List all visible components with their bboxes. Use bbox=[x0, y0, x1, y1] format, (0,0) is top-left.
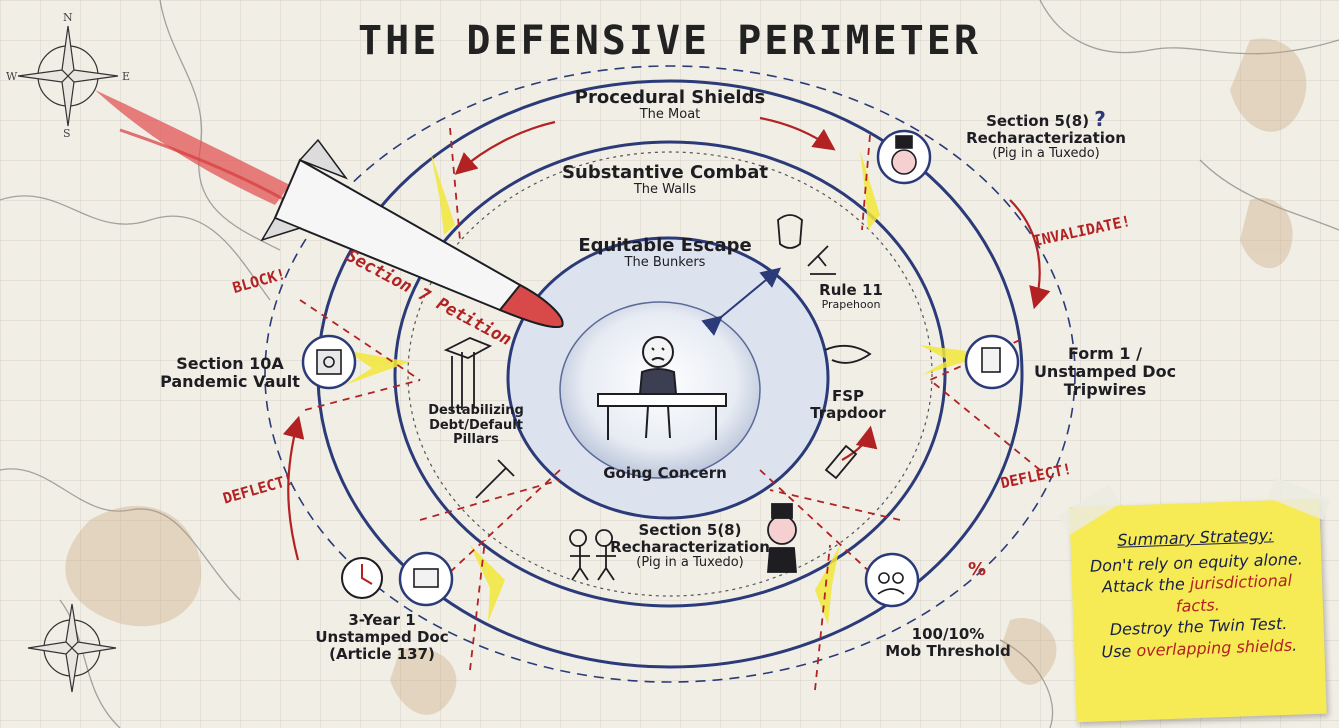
inner-glyphs bbox=[443, 214, 872, 581]
section10a-line2: Pandemic Vault bbox=[160, 371, 300, 391]
compass-s: S bbox=[63, 127, 71, 140]
page-title: THE DEFENSIVE PERIMETER bbox=[358, 18, 981, 64]
outer-recharac-line3: (Pig in a Tuxedo) bbox=[992, 146, 1100, 162]
compass-e: E bbox=[122, 70, 131, 83]
section-7-missile bbox=[95, 90, 564, 328]
deflection-arrows bbox=[282, 116, 1051, 561]
mob-line2: Mob Threshold bbox=[885, 641, 1011, 660]
outer-dashed-ring bbox=[264, 65, 1076, 683]
rule11-sub: Prapehoon bbox=[821, 297, 881, 311]
percent-symbol: % bbox=[967, 559, 987, 580]
mob-line1: 100/10% bbox=[911, 625, 985, 643]
mob-threshold-label: 100/10% Mob Threshold bbox=[868, 626, 1028, 660]
inner-recharac-line3: (Pig in a Tuxedo) bbox=[636, 554, 744, 570]
moat-name: Procedural Shields bbox=[574, 87, 766, 108]
inner-recharac-label: Section 5(8) Recharacterization (Pig in … bbox=[595, 522, 785, 570]
summary-line2c: facts. bbox=[1175, 595, 1221, 616]
walls-sub: The Walls bbox=[633, 182, 697, 198]
form1-line2: Unstamped Doc bbox=[1033, 361, 1177, 381]
pillars-label: Destabilizing Debt/Default Pillars bbox=[420, 403, 532, 448]
walls-label: Substantive Combat The Walls bbox=[515, 162, 815, 198]
coffee-stains bbox=[65, 38, 1307, 715]
summary-text: Summary Strategy: Don't rely on equity a… bbox=[1080, 523, 1314, 664]
summary-line2a: Attack the bbox=[1101, 574, 1191, 597]
summary-line3: Destroy the Twin Test. bbox=[1109, 614, 1288, 640]
rule11-label: Rule 11 Prapehoon bbox=[806, 282, 896, 311]
fsp-line1: FSP bbox=[831, 387, 865, 405]
rule11-name: Rule 11 bbox=[819, 281, 883, 299]
compass-w: W bbox=[6, 70, 18, 83]
pillars-line3: Pillars bbox=[453, 432, 499, 448]
pillars-line1: Destabilizing bbox=[428, 403, 524, 418]
inner-recharac-line1: Section 5(8) bbox=[638, 521, 742, 539]
moat-sub: The Moat bbox=[639, 107, 701, 123]
summary-line2b: jurisdictional bbox=[1189, 570, 1293, 594]
inner-recharac-line2: Recharacterization bbox=[610, 537, 770, 556]
outer-recharac-line2: Recharacterization bbox=[966, 129, 1126, 148]
pillars-line2: Debt/Default bbox=[429, 417, 523, 433]
form1-line3: Tripwires bbox=[1063, 379, 1147, 399]
summary-line4a: Use bbox=[1101, 641, 1137, 662]
summary-line4b: overlapping shields bbox=[1136, 635, 1293, 661]
section10a-line1: Section 10A bbox=[176, 354, 284, 373]
blue-arrows bbox=[701, 267, 782, 336]
summary-line4c: . bbox=[1291, 635, 1298, 655]
article137-line3: (Article 137) bbox=[329, 644, 435, 663]
question-mark: ? bbox=[1094, 107, 1106, 131]
summary-sticky-note: Summary Strategy: Don't rely on equity a… bbox=[1058, 476, 1332, 723]
outer-recharac-label: Section 5(8) ? Recharacterization (Pig i… bbox=[946, 108, 1146, 162]
moat-label: Procedural Shields The Moat bbox=[520, 87, 820, 123]
going-concern-label: Going Concern bbox=[603, 464, 727, 482]
clock-glyph bbox=[341, 557, 383, 599]
bunkers-sub: The Bunkers bbox=[624, 255, 706, 271]
walls-barbed-wire bbox=[407, 151, 933, 597]
fsp-label: FSP Trapdoor bbox=[808, 388, 888, 422]
form1-line1: Form 1 / bbox=[1068, 344, 1142, 363]
compass-rose-top bbox=[17, 25, 119, 127]
form1-label: Form 1 / Unstamped Doc Tripwires bbox=[1015, 345, 1195, 399]
section10a-label: Section 10A Pandemic Vault bbox=[160, 355, 300, 391]
outer-recharac-line1: Section 5(8) bbox=[986, 112, 1090, 130]
compass-n: N bbox=[63, 11, 73, 24]
article137-line2: Unstamped Doc bbox=[315, 627, 449, 646]
summary-heading: Summary Strategy: bbox=[1116, 525, 1274, 550]
going-concern-figure bbox=[597, 336, 727, 440]
bunkers-name: Equitable Escape bbox=[578, 235, 752, 256]
bunkers-label: Equitable Escape The Bunkers bbox=[530, 235, 800, 271]
article137-label: 3-Year 1 Unstamped Doc (Article 137) bbox=[312, 612, 452, 662]
station-glyphs bbox=[316, 135, 1001, 595]
walls-name: Substantive Combat bbox=[562, 162, 768, 183]
article137-line1: 3-Year 1 bbox=[348, 611, 416, 629]
fsp-line2: Trapdoor bbox=[810, 403, 886, 422]
compass-rose-bottom bbox=[27, 603, 117, 693]
